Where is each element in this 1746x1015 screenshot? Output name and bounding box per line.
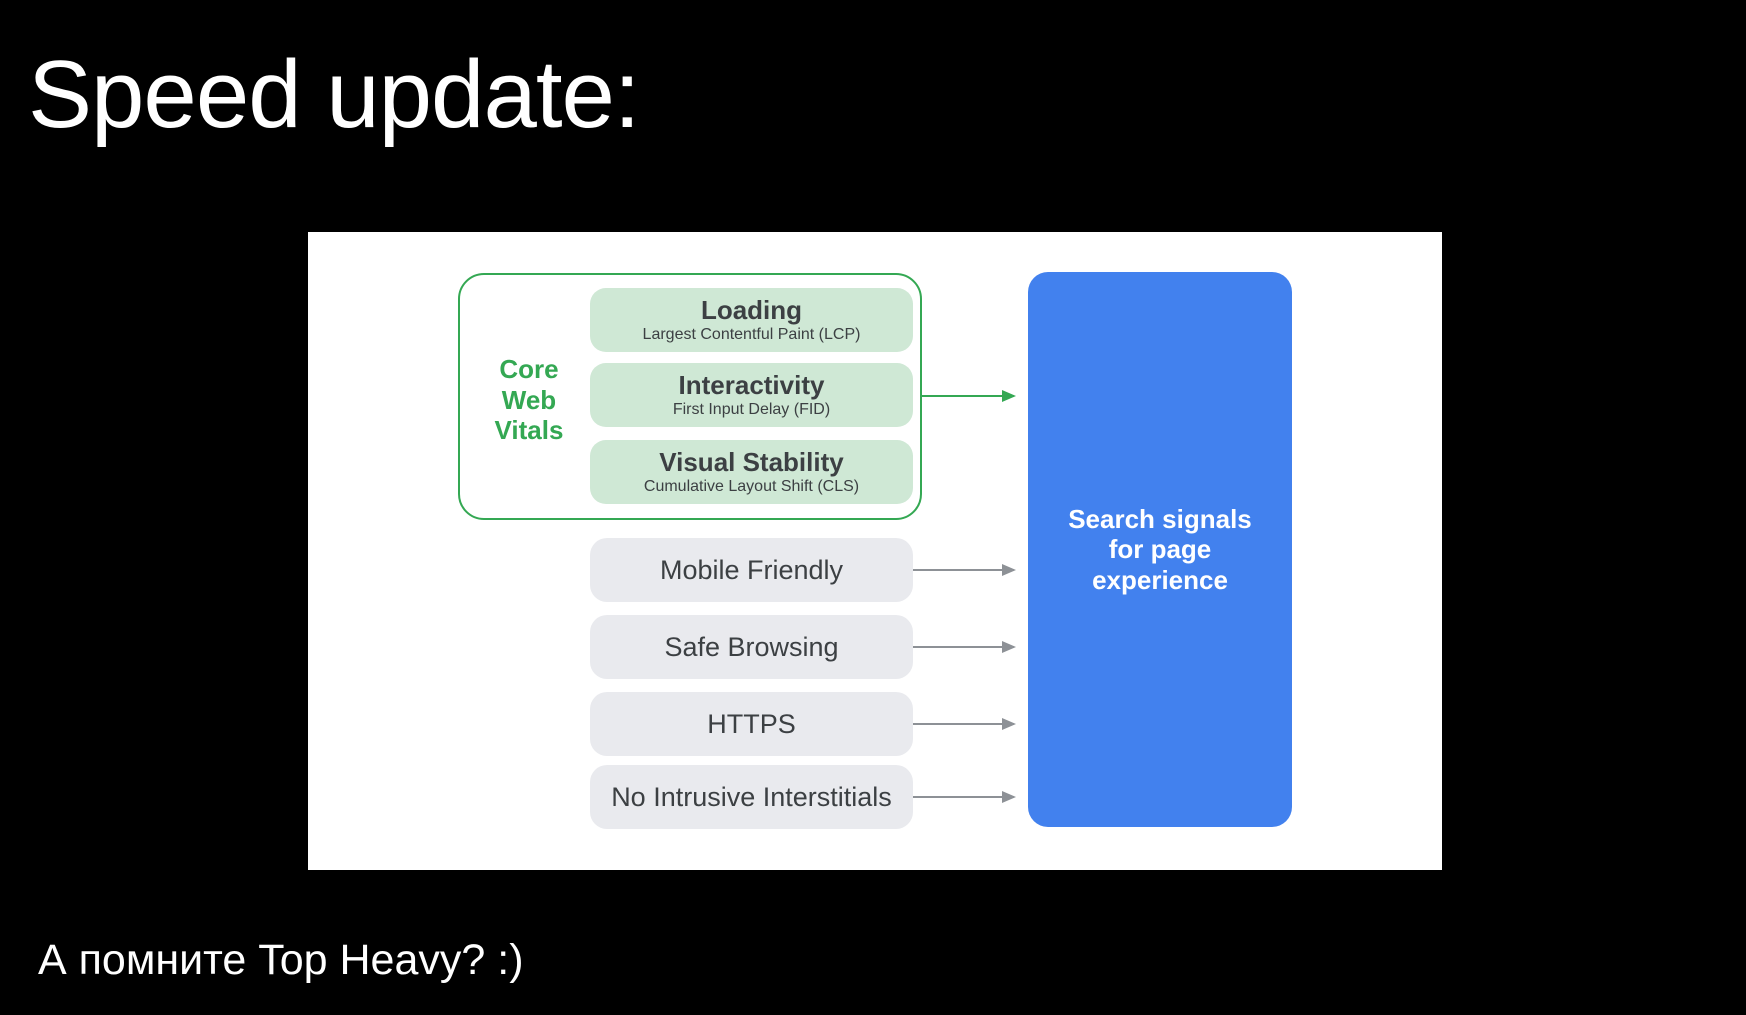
slide-footnote: А помните Top Heavy? :) — [38, 936, 524, 984]
arrowhead-icon — [1002, 564, 1016, 576]
core-web-vitals-label: Core Web Vitals — [494, 354, 564, 446]
arrow-no-intrusive-interstitials-icon — [913, 791, 1016, 803]
vital-box-visual-stability: Visual Stability Cumulative Layout Shift… — [590, 440, 913, 504]
arrow-core-web-vitals-icon — [922, 390, 1016, 402]
vital-subtitle: First Input Delay (FID) — [672, 401, 831, 419]
search-signals-label: Search signals for page experience — [1068, 503, 1252, 595]
arrowhead-icon — [1002, 791, 1016, 803]
signal-box-https: HTTPS — [590, 692, 913, 756]
arrowhead-icon — [1002, 390, 1016, 402]
vital-box-interactivity: Interactivity First Input Delay (FID) — [590, 363, 913, 427]
arrowhead-icon — [1002, 641, 1016, 653]
arrow-mobile-friendly-icon — [913, 564, 1016, 576]
arrow-safe-browsing-icon — [913, 641, 1016, 653]
search-signals-box: Search signals for page experience — [1028, 272, 1292, 827]
diagram-panel: Core Web Vitals Loading Largest Contentf… — [308, 232, 1442, 870]
arrowhead-icon — [1002, 718, 1016, 730]
signal-box-safe-browsing: Safe Browsing — [590, 615, 913, 679]
vital-subtitle: Largest Contentful Paint (LCP) — [642, 326, 861, 344]
arrow-https-icon — [913, 718, 1016, 730]
vital-title: Interactivity — [678, 369, 825, 400]
slide-title: Speed update: — [28, 41, 641, 148]
signal-box-no-intrusive-interstitials: No Intrusive Interstitials — [590, 765, 913, 829]
signal-box-mobile-friendly: Mobile Friendly — [590, 538, 913, 602]
vital-title: Loading — [700, 294, 803, 325]
vital-title: Visual Stability — [659, 446, 844, 477]
vital-box-loading: Loading Largest Contentful Paint (LCP) — [590, 288, 913, 352]
vital-subtitle: Cumulative Layout Shift (CLS) — [643, 478, 860, 496]
core-web-vitals-group — [458, 273, 922, 520]
